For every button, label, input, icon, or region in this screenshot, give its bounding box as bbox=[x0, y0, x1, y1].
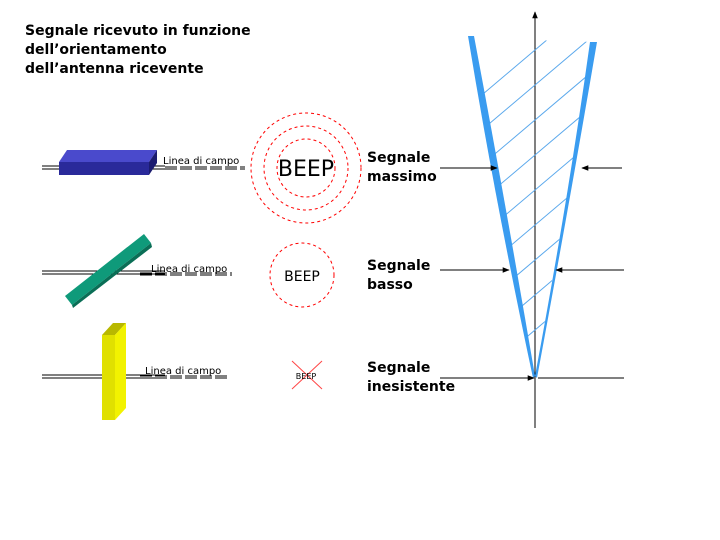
diagram-title: Segnale ricevuto in funzione dell’orient… bbox=[25, 22, 251, 79]
field-line-label-2: Linea di campo bbox=[151, 264, 227, 275]
signal-arrows bbox=[440, 165, 624, 381]
beep-text-soft: BEEP bbox=[284, 269, 320, 285]
lobe-outline bbox=[468, 36, 597, 378]
signal-label-none-line2: inesistente bbox=[367, 379, 455, 395]
antenna-vertical-icon bbox=[102, 323, 126, 420]
title-line-2: dell’orientamento bbox=[25, 42, 167, 58]
field-line-label-1: Linea di campo bbox=[163, 156, 239, 167]
signal-label-low-line2: basso bbox=[367, 277, 413, 293]
signal-label-max-line1: Segnale bbox=[367, 150, 430, 166]
title-line-3: dell’antenna ricevente bbox=[25, 61, 204, 77]
signal-label-low-line1: Segnale bbox=[367, 258, 430, 274]
field-line-label-3: Linea di campo bbox=[145, 366, 221, 377]
row-low-signal: Linea di campo BEEP Segnale basso bbox=[42, 234, 430, 308]
signal-label-max-line2: massimo bbox=[367, 169, 437, 185]
antenna-horizontal-icon bbox=[59, 150, 157, 175]
beep-text-loud: BEEP bbox=[278, 157, 334, 182]
antenna-diagonal-icon bbox=[65, 234, 152, 308]
row-no-signal: Linea di campo BEEP Segnale inesistente bbox=[42, 323, 455, 420]
title-line-1: Segnale ricevuto in funzione bbox=[25, 23, 251, 39]
beep-text-none: BEEP bbox=[296, 372, 317, 381]
beep-rings-large bbox=[250, 112, 362, 224]
row-max-signal: Linea di campo BEEP Segnale massimo bbox=[42, 112, 437, 224]
signal-label-none-line1: Segnale bbox=[367, 360, 430, 376]
crossed-out-icon bbox=[291, 360, 323, 390]
beep-rings-small bbox=[269, 242, 335, 308]
reception-lobe bbox=[440, 11, 624, 428]
